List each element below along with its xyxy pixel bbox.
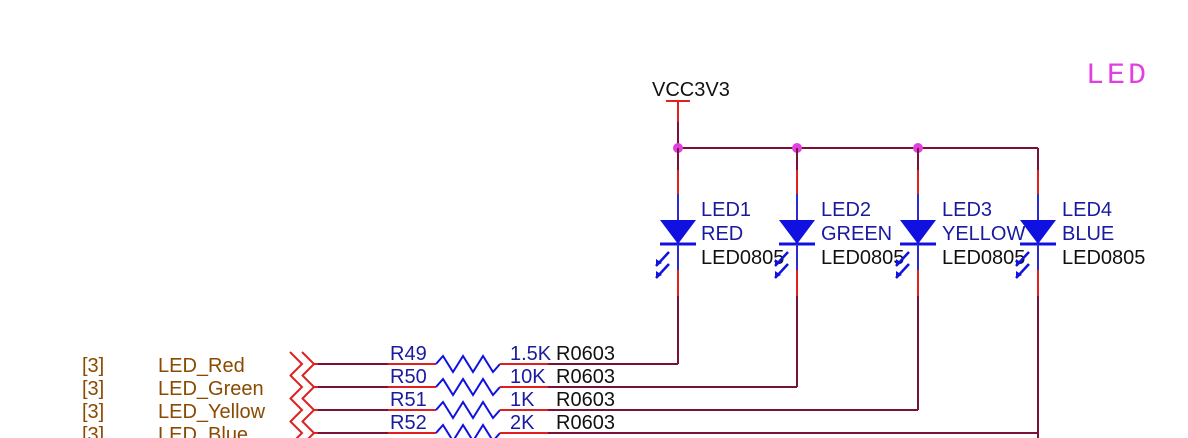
led-2: LED2 GREEN LED0805 xyxy=(774,148,904,387)
resistor-r51-ref: R51 xyxy=(390,389,427,411)
port-net-name: LED_Yellow xyxy=(158,401,266,423)
resistor-r52-zigzag-icon xyxy=(435,423,501,438)
led-4-footprint: LED0805 xyxy=(1062,247,1145,269)
resistor-r50-value: 10K xyxy=(510,366,546,388)
resistor-r52-footprint: R0603 xyxy=(556,412,615,434)
resistor-r49: R49 1.5K R0603 xyxy=(318,343,678,374)
resistor-r51-value: 1K xyxy=(510,389,535,411)
port-net-name: LED_Green xyxy=(158,378,264,400)
resistor-r52-value: 2K xyxy=(510,412,535,434)
sheet-title: LED xyxy=(1086,59,1149,93)
port-net-name: LED_Blue xyxy=(158,424,248,438)
led-1-color: RED xyxy=(701,223,743,245)
resistor-r50: R50 10K R0603 xyxy=(318,366,797,397)
port-led-yellow: [3] LED_Yellow xyxy=(82,397,318,423)
port-connector-icon xyxy=(289,397,304,423)
port-led-red: [3] LED_Red xyxy=(82,351,318,377)
led-4-color: BLUE xyxy=(1062,223,1114,245)
port-net-name: LED_Red xyxy=(158,355,245,377)
resistor-r52-ref: R52 xyxy=(390,412,427,434)
resistor-r51: R51 1K R0603 xyxy=(318,389,918,420)
led-4-diode-icon xyxy=(1020,220,1056,244)
led-group: LED1 RED LED0805 LED2 GREEN LED0805 xyxy=(655,148,1145,438)
resistor-r49-zigzag-icon xyxy=(435,354,501,374)
led-2-ref: LED2 xyxy=(821,199,871,221)
port-sheet-ref: [3] xyxy=(82,424,104,438)
resistor-r50-zigzag-icon xyxy=(435,377,501,397)
led-4-ref: LED4 xyxy=(1062,199,1112,221)
port-connector-icon xyxy=(289,420,304,438)
led-3-footprint: LED0805 xyxy=(942,247,1025,269)
led-4: LED4 BLUE LED0805 xyxy=(1015,148,1145,438)
resistor-r50-footprint: R0603 xyxy=(556,366,615,388)
led-1: LED1 RED LED0805 xyxy=(655,148,784,364)
led-3-diode-icon xyxy=(900,220,936,244)
led-3-color: YELLOW xyxy=(942,223,1025,245)
resistor-group: R49 1.5K R0603 R50 10K R0603 R51 1K R060… xyxy=(318,343,1038,438)
led-2-footprint: LED0805 xyxy=(821,247,904,269)
led-1-ref: LED1 xyxy=(701,199,751,221)
port-connector-icon xyxy=(289,351,304,377)
resistor-r51-zigzag-icon xyxy=(435,400,501,420)
led-1-diode-icon xyxy=(660,220,696,244)
power-net-label: VCC3V3 xyxy=(652,79,730,101)
port-sheet-ref: [3] xyxy=(82,378,104,400)
resistor-r50-ref: R50 xyxy=(390,366,427,388)
resistor-r51-footprint: R0603 xyxy=(556,389,615,411)
resistor-r49-value: 1.5K xyxy=(510,343,552,365)
port-led-blue: [3] LED_Blue xyxy=(82,420,318,438)
led-3-ref: LED3 xyxy=(942,199,992,221)
resistor-r52: R52 2K R0603 xyxy=(318,412,1038,438)
led-2-color: GREEN xyxy=(821,223,892,245)
power-symbol-vcc3v3: VCC3V3 xyxy=(652,79,730,148)
led-2-diode-icon xyxy=(779,220,815,244)
resistor-r49-ref: R49 xyxy=(390,343,427,365)
resistor-r49-footprint: R0603 xyxy=(556,343,615,365)
port-sheet-ref: [3] xyxy=(82,355,104,377)
port-sheet-ref: [3] xyxy=(82,401,104,423)
port-led-green: [3] LED_Green xyxy=(82,374,318,400)
port-group: [3] LED_Red [3] LED_Green [3] LED_Yellow… xyxy=(82,351,318,438)
led-1-footprint: LED0805 xyxy=(701,247,784,269)
led-3: LED3 YELLOW LED0805 xyxy=(895,148,1025,410)
port-connector-icon xyxy=(289,374,304,400)
